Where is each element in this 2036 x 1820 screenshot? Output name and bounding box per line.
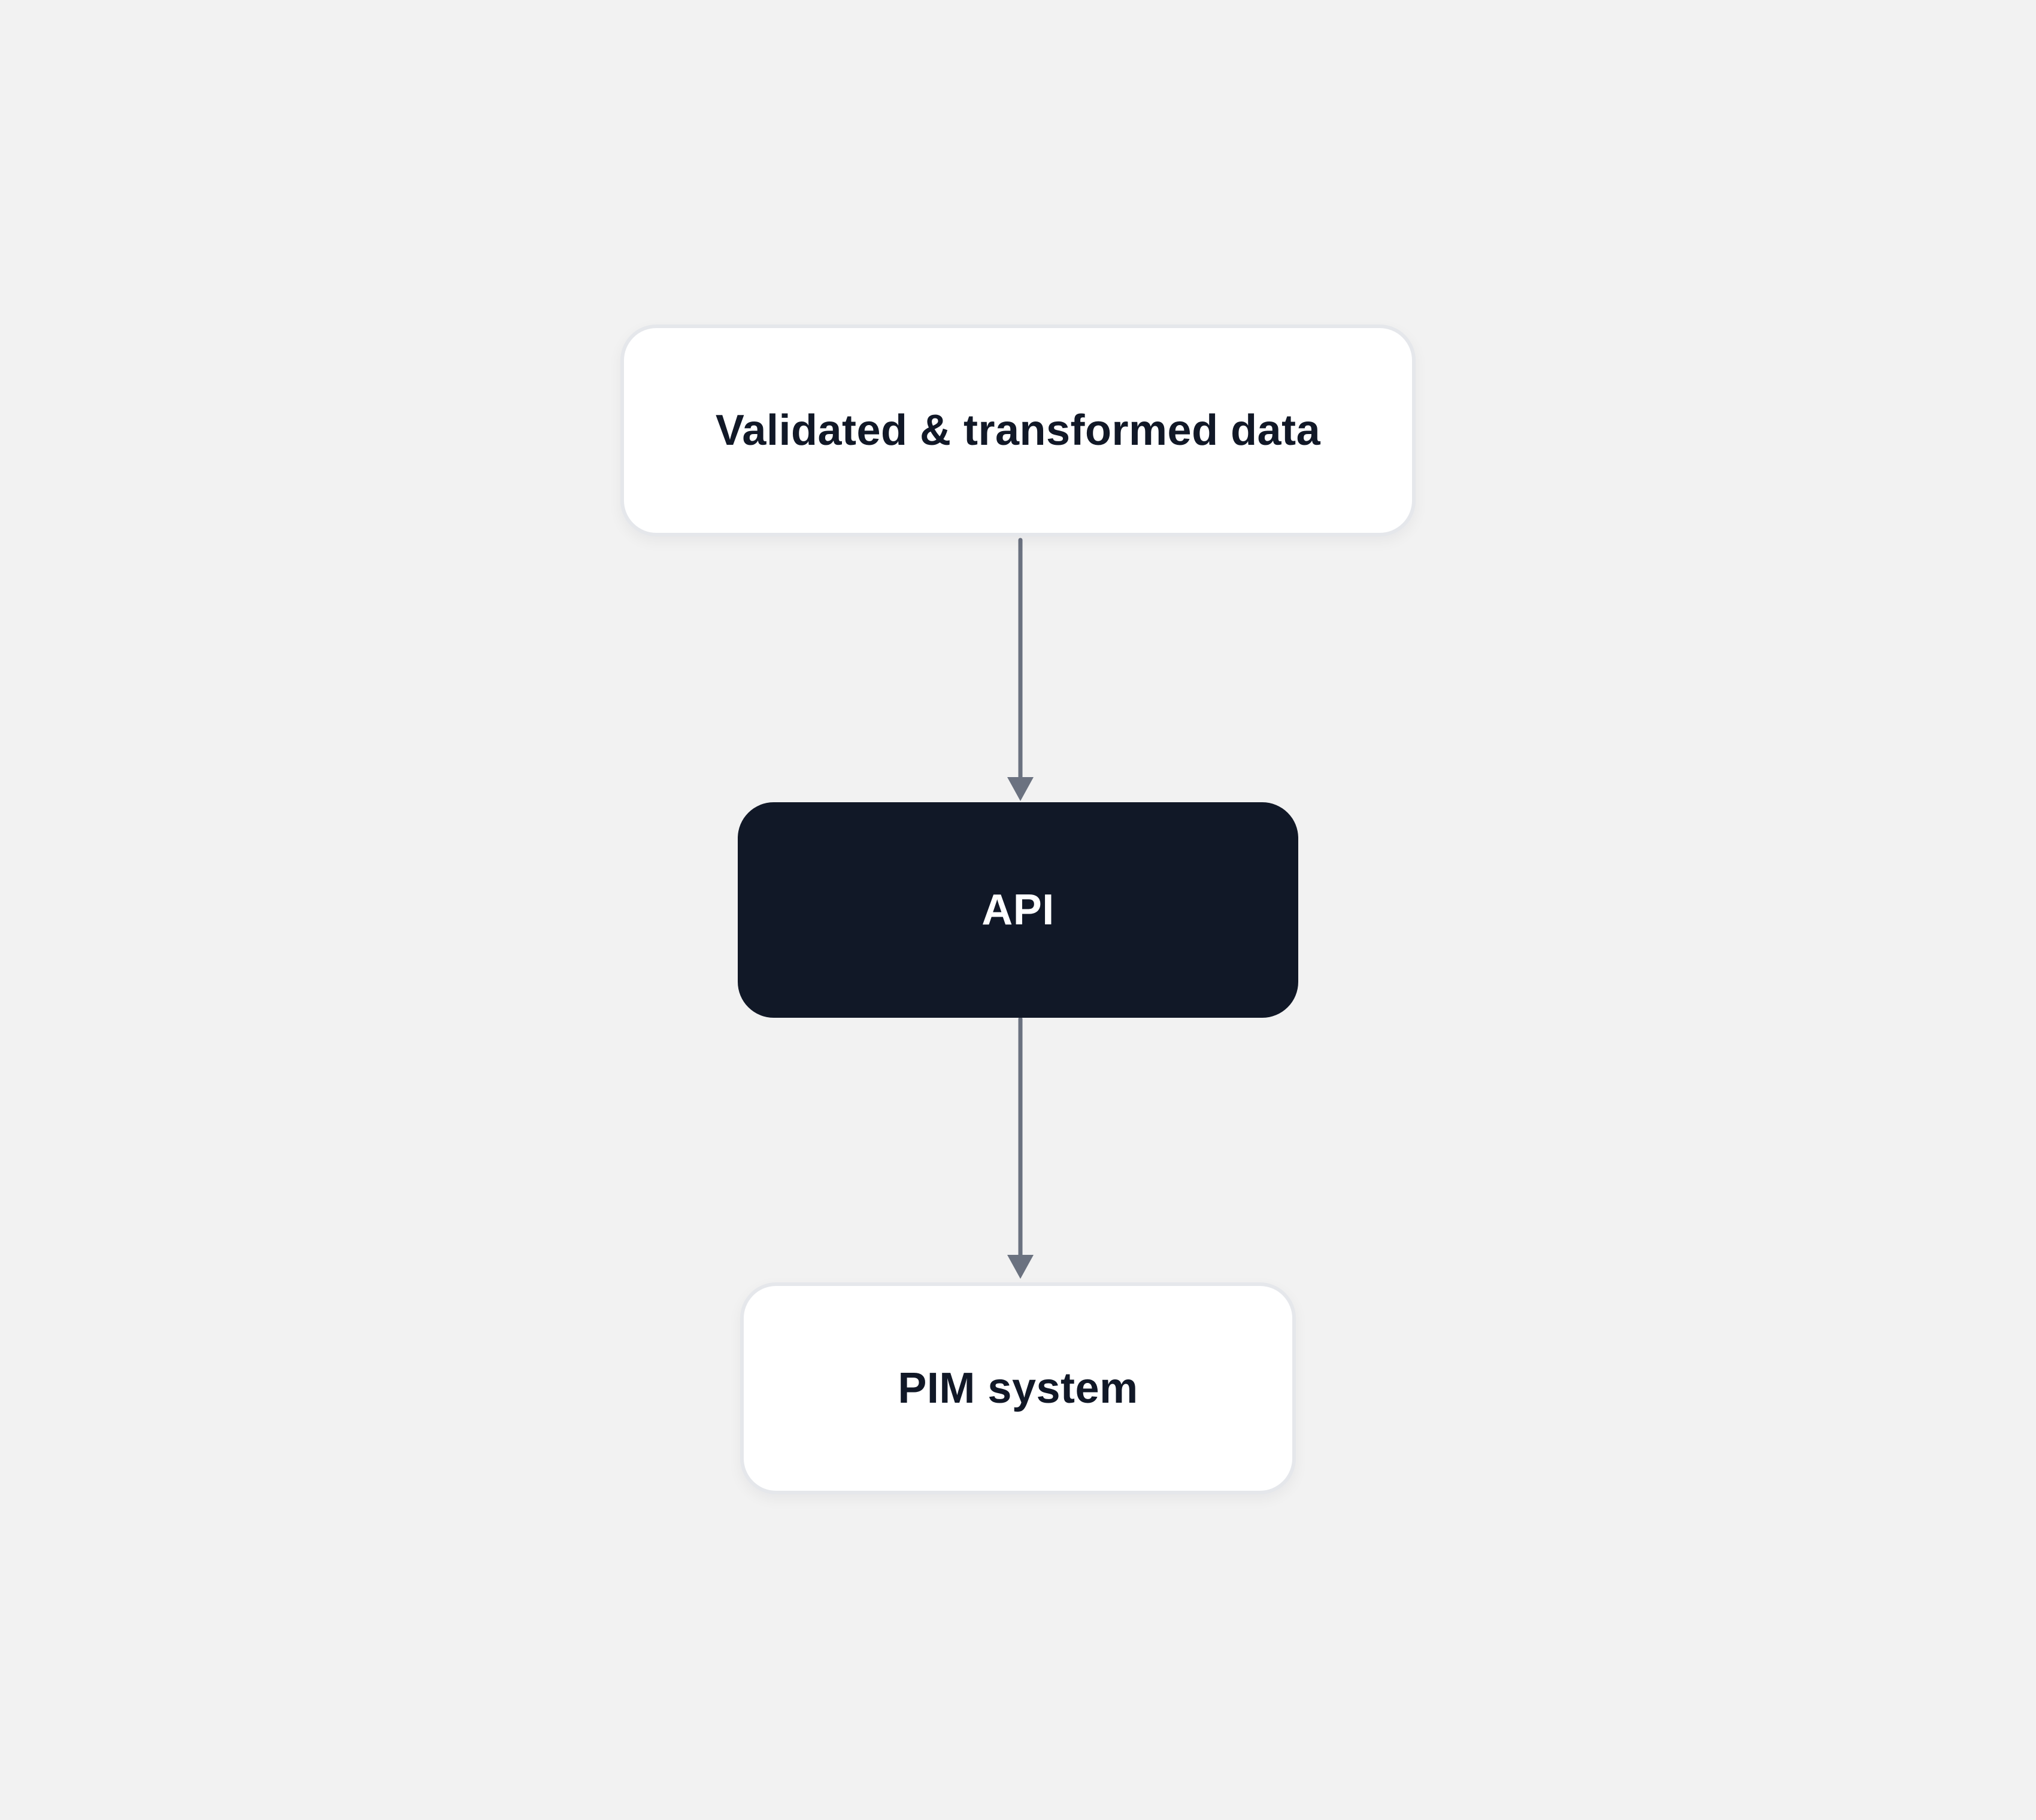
node-label: PIM system bbox=[898, 1364, 1138, 1412]
arrowhead-icon bbox=[1007, 1255, 1034, 1279]
node-validated-data[interactable]: Validated & transformed data bbox=[620, 324, 1416, 536]
node-label: API bbox=[981, 886, 1055, 934]
arrowhead-icon bbox=[1007, 777, 1034, 801]
node-pim-system[interactable]: PIM system bbox=[740, 1282, 1296, 1494]
edge-api-to-pim-system bbox=[1007, 1017, 1034, 1279]
node-api[interactable]: API bbox=[738, 802, 1298, 1018]
edge-validated-data-to-api bbox=[1007, 538, 1034, 801]
node-label: Validated & transformed data bbox=[715, 407, 1321, 454]
